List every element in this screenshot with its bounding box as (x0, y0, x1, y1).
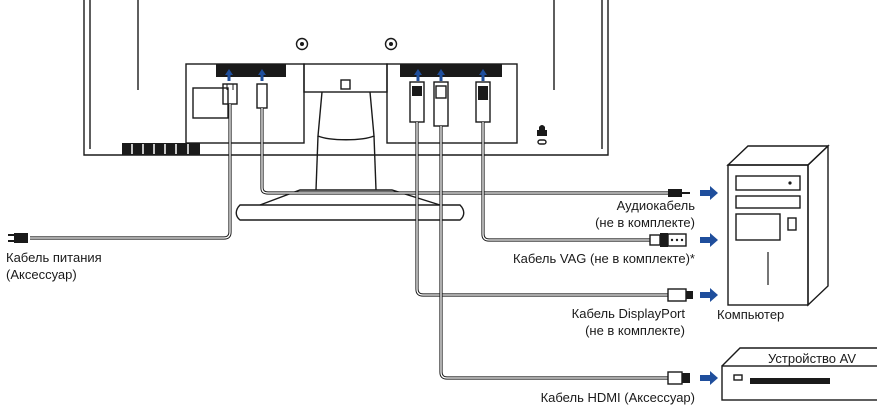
monitor-back (83, 0, 609, 191)
displayport-cable (409, 81, 693, 302)
audio-cable-label: Аудиокабель (не в комплекте) (595, 198, 695, 230)
audio-cable (256, 83, 690, 197)
power-plug-icon (8, 233, 28, 243)
svg-text:(не в комплекте): (не в комплекте) (585, 323, 685, 338)
mount-screw-right (384, 37, 398, 51)
computer-tower-icon (726, 144, 830, 307)
audio-jack-icon (668, 189, 690, 197)
av-device-icon (721, 347, 877, 401)
control-buttons (122, 143, 200, 155)
svg-text:(Аксессуар): (Аксессуар) (6, 267, 77, 282)
svg-text:Кабель питания: Кабель питания (6, 250, 102, 265)
connect-arrows (700, 186, 718, 385)
vga-cable (475, 81, 687, 247)
vga-connector-icon (649, 233, 687, 247)
kensington-lock-icon (537, 125, 547, 145)
svg-text:Кабель DisplayPort: Кабель DisplayPort (572, 306, 686, 321)
port-arrows (225, 69, 487, 81)
hdmi-cable-label: Кабель HDMI (Аксессуар) (541, 390, 695, 405)
vga-cable-label: Кабель VAG (не в комплекте)* (513, 251, 695, 266)
svg-text:Аудиокабель: Аудиокабель (617, 198, 696, 213)
hdmi-cable (433, 81, 690, 385)
svg-text:(не в комплекте): (не в комплекте) (595, 215, 695, 230)
power-cable-label: Кабель питания (Аксессуар) (6, 250, 102, 282)
stand-neck (303, 63, 388, 191)
mount-screw-left (295, 37, 309, 51)
displayport-connector-icon (667, 288, 693, 302)
port-panel-left (185, 63, 305, 144)
computer-label: Компьютер (717, 307, 784, 322)
displayport-cable-label: Кабель DisplayPort (не в комплекте) (572, 306, 686, 338)
av-device-label: Устройство AV (768, 351, 856, 366)
power-cable (8, 83, 238, 243)
port-panel-right (386, 63, 518, 144)
hdmi-connector-icon (667, 371, 690, 385)
